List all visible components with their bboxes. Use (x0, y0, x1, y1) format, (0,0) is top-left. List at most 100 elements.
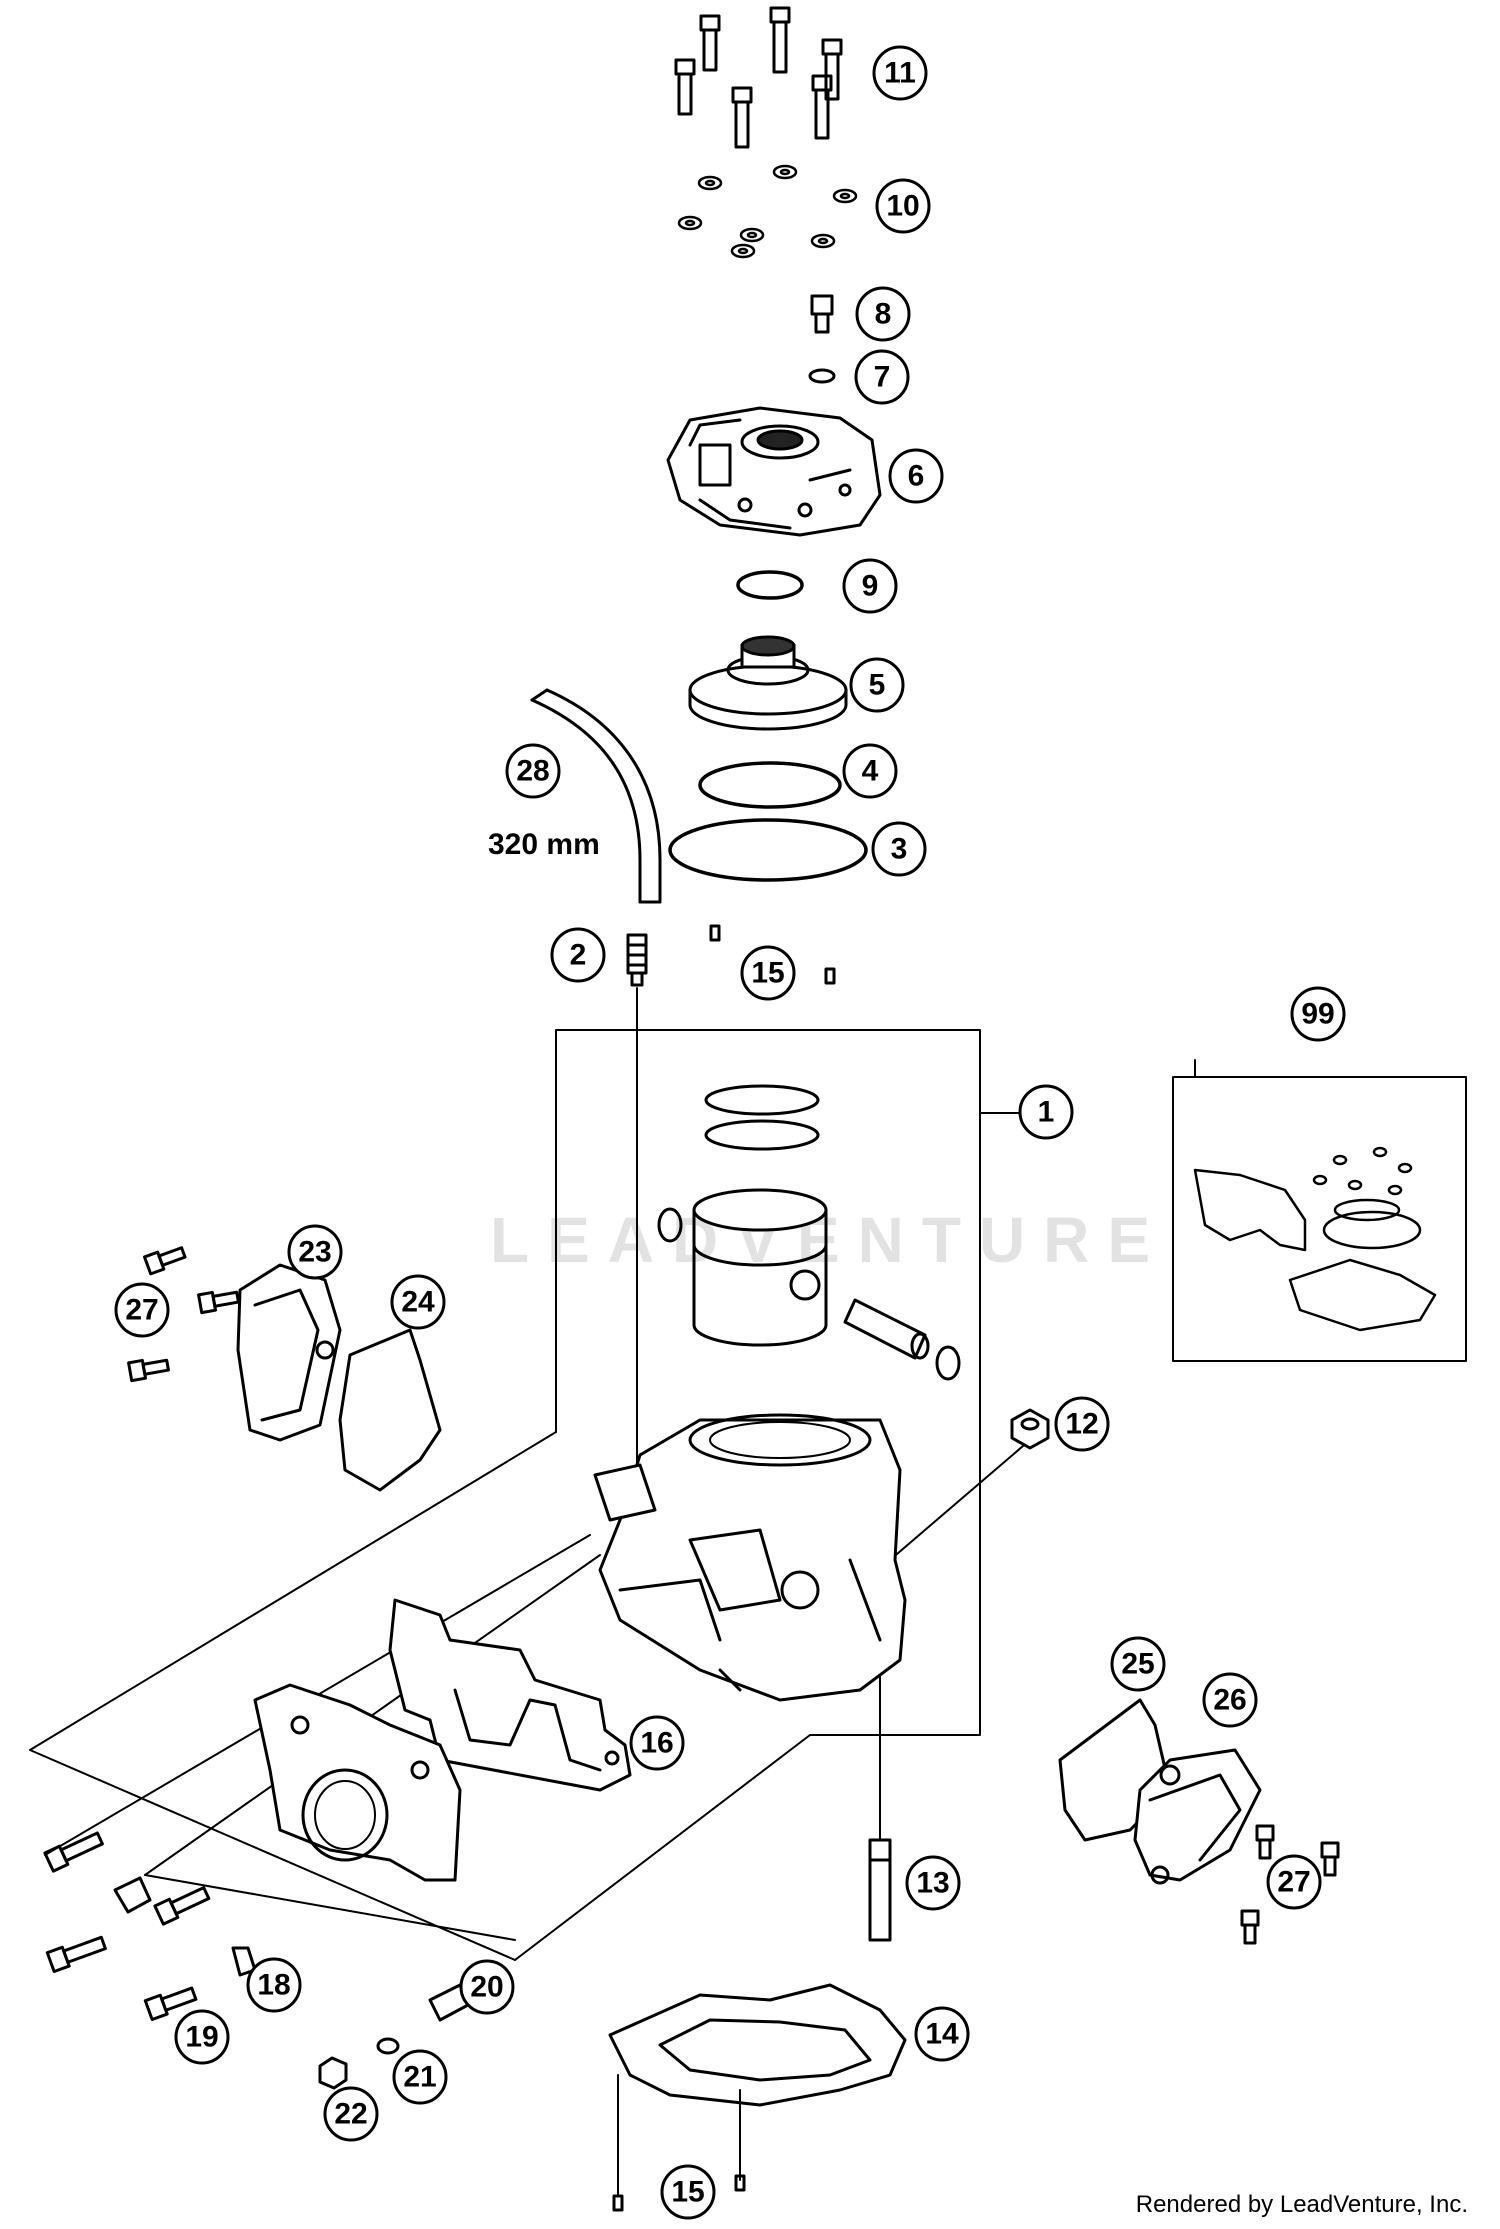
callout-23: 23 (287, 1224, 343, 1280)
callout-13: 13 (905, 1855, 961, 1911)
svg-text:14: 14 (925, 2018, 959, 2051)
clip-18 (113, 1876, 152, 1914)
callout-18: 18 (246, 1957, 302, 2013)
svg-text:8: 8 (875, 298, 892, 331)
svg-text:15: 15 (751, 957, 784, 990)
svg-text:9: 9 (862, 570, 879, 603)
svg-text:18: 18 (257, 1969, 290, 2002)
svg-text:7: 7 (874, 361, 891, 394)
water-hose (530, 688, 662, 904)
svg-text:6: 6 (908, 460, 925, 493)
callout-8: 8 (855, 286, 911, 342)
callout-4: 4 (842, 743, 898, 799)
callout-7: 7 (854, 349, 910, 405)
nut-12 (1010, 1408, 1050, 1450)
head-cover (666, 406, 882, 537)
piston-pin (843, 1298, 930, 1360)
piston-rings (704, 1084, 820, 1151)
callout-22: 22 (323, 2086, 379, 2142)
callout-1: 1 (1018, 1084, 1074, 1140)
svg-text:5: 5 (869, 669, 886, 702)
callout-12: 12 (1054, 1396, 1110, 1452)
callout-99: 99 (1290, 986, 1346, 1042)
callout-19: 19 (174, 2009, 230, 2065)
svg-text:27: 27 (1277, 1866, 1310, 1899)
svg-text:23: 23 (298, 1236, 331, 1269)
callout-26: 26 (1202, 1672, 1258, 1728)
flange-bolts (43, 1831, 211, 2022)
exhaust-valve-cover (236, 1263, 342, 1442)
callout-16: 16 (629, 1715, 685, 1771)
exhaust-valve-cover-right (1133, 1748, 1262, 1885)
svg-text:20: 20 (470, 1971, 503, 2004)
oring-9 (736, 570, 804, 600)
svg-text:13: 13 (916, 1867, 949, 1900)
intake-gasket (388, 1598, 632, 1792)
callout-5: 5 (849, 657, 905, 713)
watermark: LEADVENTURE (490, 1204, 1168, 1276)
cylinder (593, 1413, 907, 1702)
svg-text:27: 27 (125, 1294, 158, 1327)
callout-6: 6 (888, 448, 944, 504)
svg-text:99: 99 (1301, 998, 1334, 1031)
svg-text:4: 4 (862, 755, 879, 788)
screws-27-left (127, 1246, 240, 1383)
washers (677, 164, 858, 259)
oring-3 (668, 818, 868, 882)
gasket-24 (338, 1328, 442, 1492)
callout-2: 2 (550, 927, 606, 983)
hose-length-label: 320 mm (488, 828, 600, 861)
svg-text:3: 3 (891, 833, 908, 866)
piston (692, 1188, 828, 1347)
credit-line: Rendered by LeadVenture, Inc. (1135, 2191, 1468, 2218)
callout-27-left: 27 (114, 1282, 170, 1338)
callout-21: 21 (392, 2049, 448, 2105)
svg-text:11: 11 (884, 57, 916, 90)
washer-21 (376, 2037, 400, 2055)
circlip (657, 1207, 683, 1243)
callout-24: 24 (390, 1274, 446, 1330)
gasket-set-box (1172, 1076, 1467, 1362)
svg-text:25: 25 (1121, 1648, 1154, 1681)
svg-text:19: 19 (185, 2021, 218, 2054)
svg-text:24: 24 (401, 1286, 435, 1319)
callout-25: 25 (1110, 1636, 1166, 1692)
intake-flange (253, 1683, 462, 1882)
svg-text:2: 2 (570, 939, 587, 972)
dowel-pin (824, 967, 836, 985)
callout-14: 14 (914, 2006, 970, 2062)
nut-22 (318, 2056, 348, 2090)
svg-text:10: 10 (886, 190, 919, 223)
svg-text:26: 26 (1213, 1684, 1246, 1717)
svg-text:12: 12 (1065, 1408, 1098, 1441)
svg-text:1: 1 (1038, 1096, 1055, 1129)
callout-3: 3 (871, 821, 927, 877)
base-gasket (608, 1983, 907, 2107)
svg-text:15: 15 (671, 2176, 704, 2209)
head-bolts (674, 6, 843, 149)
svg-text:16: 16 (640, 1727, 673, 1760)
dowel-pin (709, 924, 721, 942)
cylinder-assembly-bracket (555, 1029, 981, 1736)
callout-28: 28 (505, 743, 561, 799)
gasket-set-contents (1193, 1146, 1437, 1332)
dowel-pin (612, 2194, 624, 2212)
temp-screw (810, 294, 834, 334)
callouts: 11 10 8 7 6 9 5 4 3 28 2 15 1 99 23 27 2… (114, 45, 1346, 2220)
callout-20: 20 (459, 1959, 515, 2015)
stud-13 (868, 1838, 892, 1942)
callout-27-right: 27 (1266, 1854, 1322, 1910)
svg-text:28: 28 (516, 755, 549, 788)
screws-27-right (1240, 1824, 1340, 1945)
callout-15-bottom: 15 (660, 2164, 716, 2220)
svg-text:21: 21 (403, 2061, 436, 2094)
combustion-chamber-insert (688, 635, 848, 731)
oring-4 (698, 761, 842, 809)
svg-text:22: 22 (334, 2098, 367, 2131)
callout-15-top: 15 (740, 945, 796, 1001)
callout-10: 10 (875, 178, 931, 234)
circlip (935, 1345, 961, 1381)
dowel-pin (734, 2174, 746, 2192)
nipple-fitting (626, 933, 648, 987)
